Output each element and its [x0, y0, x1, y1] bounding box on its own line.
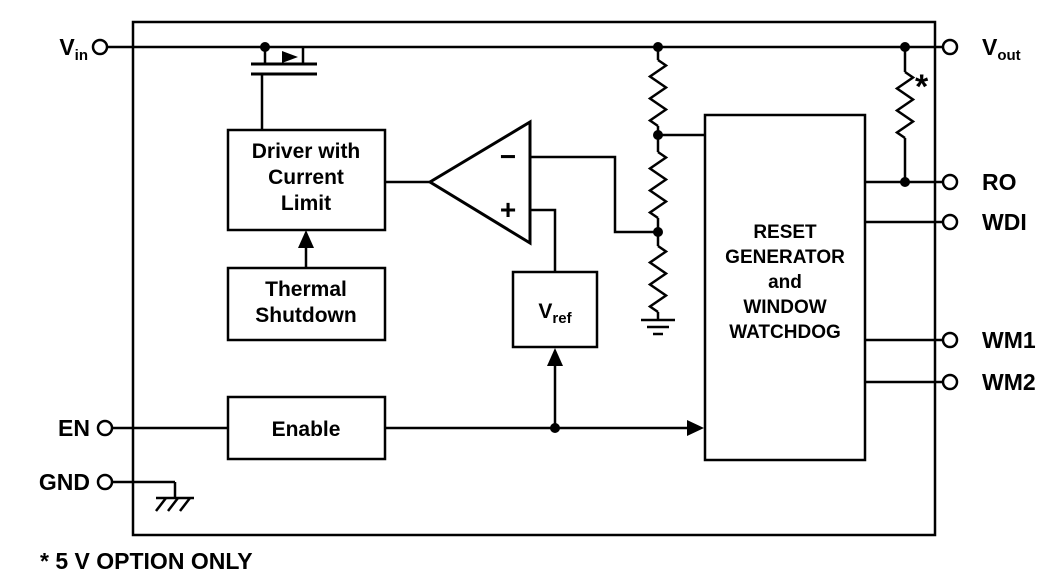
opamp-triangle: [427, 119, 532, 246]
pin-label-gnd: GND: [39, 469, 90, 495]
ground-symbol-divider: [641, 318, 675, 336]
pin-label-wm1: WM1: [982, 327, 1036, 353]
junction-dot: [260, 42, 270, 52]
vref-block: Vref: [511, 270, 599, 428]
ground-tick-1: [155, 497, 167, 512]
pin-label-vout: Vout: [982, 34, 1021, 64]
driver-label-line3: Limit: [281, 192, 331, 215]
device-boundary: [131, 20, 937, 537]
junction-dot: [653, 42, 663, 52]
thermal-box: [226, 266, 387, 342]
pin-label-wdi: WDI: [982, 209, 1027, 235]
pin-vin: Vin: [59, 34, 109, 64]
reset-label-line1: RESET: [753, 222, 817, 243]
wire-vref-plus-input: [530, 208, 557, 272]
reset-watchdog-block: RESET GENERATOR and WINDOW WATCHDOG: [703, 113, 867, 462]
resistor-r2: [647, 150, 669, 220]
opamp-plus-sign: +: [500, 194, 516, 225]
pin-label-wm2: WM2: [982, 369, 1036, 395]
ground-tick-3: [179, 497, 191, 512]
resistor-r3: [647, 244, 669, 314]
opamp-minus-sign: −: [500, 141, 516, 172]
thermal-shutdown-block: Thermal Shutdown: [226, 230, 387, 342]
pin-terminal-wm1: [941, 331, 959, 349]
pin-wm2: WM2: [865, 369, 1036, 395]
pin-en: EN: [58, 415, 228, 441]
junction-dot: [653, 130, 663, 140]
reset-label-line2: GENERATOR: [725, 247, 845, 268]
pin-label-en: EN: [58, 415, 90, 441]
pin-vout: Vout: [941, 34, 1021, 64]
junction-dot: [550, 423, 560, 433]
vref-label-sub: ref: [552, 310, 572, 327]
pin-label-vout-main: V: [982, 34, 998, 60]
wire-feedback-minus-input: [530, 155, 658, 234]
driver-label-line1: Driver with: [252, 140, 361, 163]
resistor-pullup: [894, 70, 916, 140]
mosfet-arrow: [282, 51, 298, 63]
arrowhead-thermal-driver: [298, 230, 314, 248]
vref-box: [511, 270, 599, 349]
reset-label-line3: and: [768, 272, 802, 293]
reset-box: [703, 113, 867, 462]
enable-block: Enable: [226, 395, 704, 461]
driver-box: [226, 128, 387, 232]
feedback-divider: [641, 42, 705, 336]
driver-block: Driver with Current Limit: [226, 128, 387, 232]
arrowhead-enable-reset: [687, 420, 704, 436]
pass-transistor: [251, 42, 317, 130]
ground-tick-2: [167, 497, 179, 512]
pin-terminal-vout: [941, 38, 959, 56]
pin-terminal-wm2: [941, 373, 959, 391]
pin-label-vin-main: V: [59, 34, 75, 60]
reset-label-line4: WINDOW: [743, 297, 826, 318]
enable-box: [226, 395, 387, 461]
footnote: * 5 V OPTION ONLY: [40, 548, 253, 574]
junction-dot: [653, 227, 663, 237]
pin-terminal-vin: [91, 38, 109, 56]
thermal-label-line2: Shutdown: [255, 304, 356, 327]
pin-ro: RO: [865, 169, 1017, 195]
pin-label-vin-sub: in: [75, 47, 88, 64]
error-amplifier: − +: [385, 119, 658, 272]
pin-label-vin: Vin: [59, 34, 88, 64]
reset-label-line5: WATCHDOG: [729, 322, 841, 343]
pin-terminal-ro: [941, 173, 959, 191]
ground-symbol-gnd: [155, 482, 194, 512]
pin-wdi: WDI: [865, 209, 1027, 235]
pin-wm1: WM1: [865, 327, 1036, 353]
pin-terminal-wdi: [941, 213, 959, 231]
asterisk-annotation: *: [915, 68, 929, 106]
vref-label: Vref: [538, 300, 572, 327]
junction-dot: [900, 42, 910, 52]
driver-label-line2: Current: [268, 166, 344, 189]
pullup-resistor: *: [894, 42, 929, 187]
enable-label: Enable: [272, 418, 341, 441]
thermal-label-line1: Thermal: [265, 278, 347, 301]
pin-terminal-en: [96, 419, 114, 437]
pin-gnd: GND: [39, 469, 194, 512]
pin-terminal-gnd: [96, 473, 114, 491]
arrowhead-vref: [547, 348, 563, 366]
pin-label-vout-sub: out: [997, 47, 1020, 64]
vref-label-main: V: [538, 300, 552, 323]
resistor-r1: [647, 58, 669, 128]
pin-label-ro: RO: [982, 169, 1017, 195]
